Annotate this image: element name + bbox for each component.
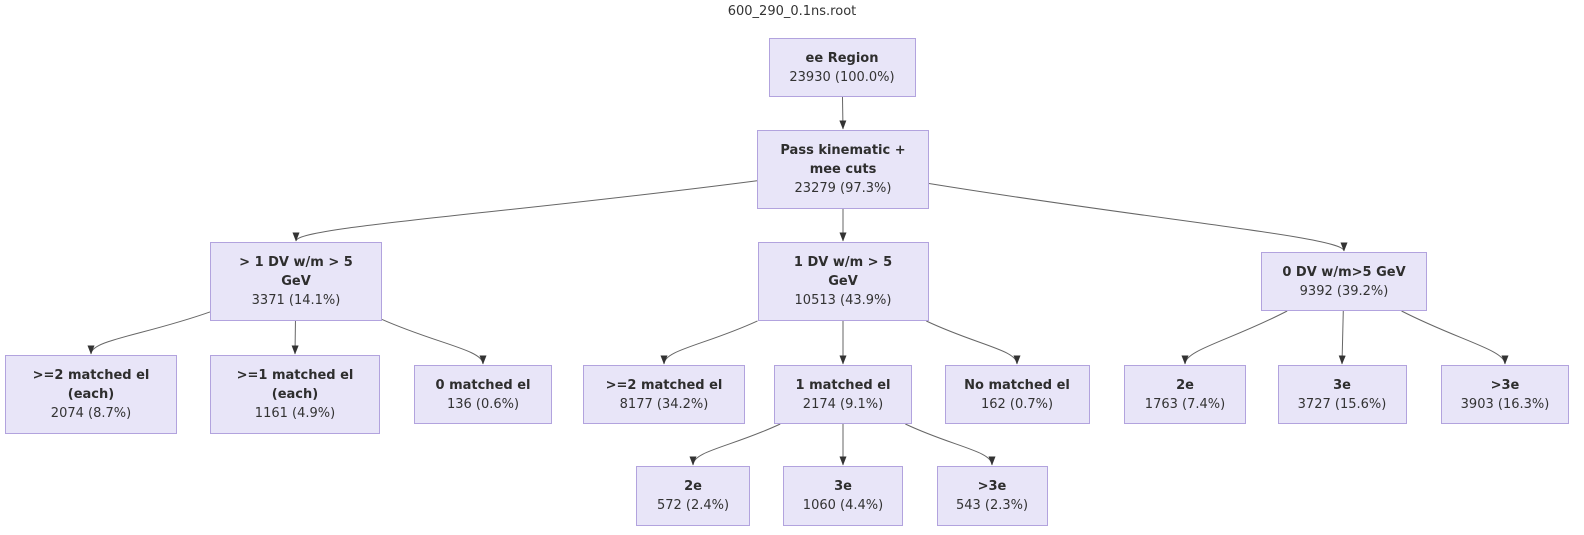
node-ge1-matched-each: >=1 matched el (each) 1161 (4.9%): [210, 355, 380, 434]
node-value: 3903 (16.3%): [1460, 396, 1550, 412]
node-value: 3727 (15.6%): [1297, 396, 1387, 412]
node-no-matched-el: No matched el 162 (0.7%): [944, 365, 1090, 424]
node-three-e-0dv: 3e 3727 (15.6%): [1277, 365, 1407, 424]
node-two-e-0dv: 2e 1763 (7.4%): [1124, 365, 1246, 424]
node-pass-kinematic: Pass kinematic + mee cuts 23279 (97.3%): [757, 130, 929, 209]
edge-pass-kinematic-to-zero-dv: [928, 182, 1348, 252]
edge-one-matched-el-to-two-e-1matched: [689, 423, 781, 466]
edge-pass-kinematic-to-gt1-dv: [292, 180, 758, 242]
edge-one-matched-el-to-gt3-e-1matched: [905, 423, 996, 466]
node-label: 0 matched el: [435, 377, 531, 393]
node-label: 1 matched el: [795, 377, 891, 393]
node-one-dv: 1 DV w/m > 5 GeV 10513 (43.9%): [757, 242, 929, 321]
node-ee-region: ee Region 23930 (100.0%): [768, 38, 916, 97]
node-value: 162 (0.7%): [980, 396, 1054, 412]
node-value: 136 (0.6%): [446, 396, 520, 412]
node-value: 572 (2.4%): [656, 498, 730, 513]
edge-gt1-dv-to-zero-matched-el: [381, 318, 487, 365]
node-value: 1161 (4.9%): [254, 406, 336, 421]
node-label: >=2 matched el: [32, 368, 150, 383]
node-label: mee cuts: [809, 162, 877, 177]
node-value: 543 (2.3%): [955, 498, 1029, 513]
node-label: Pass kinematic +: [780, 143, 906, 158]
node-label: >=1 matched el: [236, 368, 354, 383]
node-label: 0 DV w/m>5 GeV: [1282, 264, 1406, 280]
node-gt3-e-0dv: >3e 3903 (16.3%): [1441, 365, 1569, 424]
node-value: 8177 (34.2%): [619, 396, 709, 412]
node-two-e-1matched: 2e 572 (2.4%): [636, 466, 750, 526]
node-label: GeV: [828, 274, 858, 289]
node-value: 1763 (7.4%): [1144, 396, 1226, 412]
node-ge2-matched-each: >=2 matched el (each) 2074 (8.7%): [5, 355, 177, 434]
node-ge2-matched-el: >=2 matched el 8177 (34.2%): [583, 365, 745, 424]
edge-gt1-dv-to-ge2-matched-each: [87, 311, 211, 355]
edge-zero-dv-to-two-e-0dv: [1181, 310, 1288, 365]
node-label: No matched el: [964, 377, 1070, 393]
edge-zero-dv-to-gt3-e-0dv: [1401, 310, 1509, 365]
node-value: 10513 (43.9%): [794, 293, 892, 308]
node-label: 2e: [684, 479, 702, 494]
node-value: 1060 (4.4%): [802, 498, 884, 513]
edge-one-dv-to-ge2-matched-el: [660, 320, 758, 365]
edge-one-dv-to-no-matched-el: [926, 320, 1021, 365]
node-value: 23930 (100.0%): [789, 69, 895, 85]
node-value: 23279 (97.3%): [794, 181, 892, 196]
node-value: 2074 (8.7%): [50, 406, 132, 421]
node-label: ee Region: [805, 50, 879, 66]
node-label: > 1 DV w/m > 5: [239, 255, 353, 270]
node-value: 9392 (39.2%): [1299, 283, 1389, 299]
node-value: 3371 (14.1%): [251, 293, 341, 308]
edge-zero-dv-to-three-e-0dv: [1338, 310, 1346, 365]
node-zero-matched-el: 0 matched el 136 (0.6%): [414, 365, 552, 424]
node-label: 1 DV w/m > 5: [793, 255, 893, 270]
node-label: 2e: [1176, 377, 1194, 393]
node-three-e-1matched: 3e 1060 (4.4%): [783, 466, 903, 526]
diagram-title: 600_290_0.1ns.root: [727, 4, 857, 19]
node-label: 3e: [834, 479, 852, 494]
node-label: >3e: [977, 479, 1007, 494]
node-gt3-e-1matched: >3e 543 (2.3%): [936, 466, 1048, 526]
node-label: (each): [271, 387, 319, 402]
node-label: >=2 matched el: [605, 377, 723, 393]
node-one-matched-el: 1 matched el 2174 (9.1%): [774, 365, 912, 424]
node-value: 2174 (9.1%): [802, 396, 884, 412]
node-label: GeV: [281, 274, 311, 289]
node-label: >3e: [1490, 377, 1520, 393]
edge-ee-region-to-pass-kinematic: [839, 96, 847, 130]
node-zero-dv: 0 DV w/m>5 GeV 9392 (39.2%): [1261, 252, 1427, 311]
node-gt1-dv: > 1 DV w/m > 5 GeV 3371 (14.1%): [210, 242, 382, 321]
node-label: 3e: [1333, 377, 1351, 393]
node-label: (each): [67, 387, 115, 402]
